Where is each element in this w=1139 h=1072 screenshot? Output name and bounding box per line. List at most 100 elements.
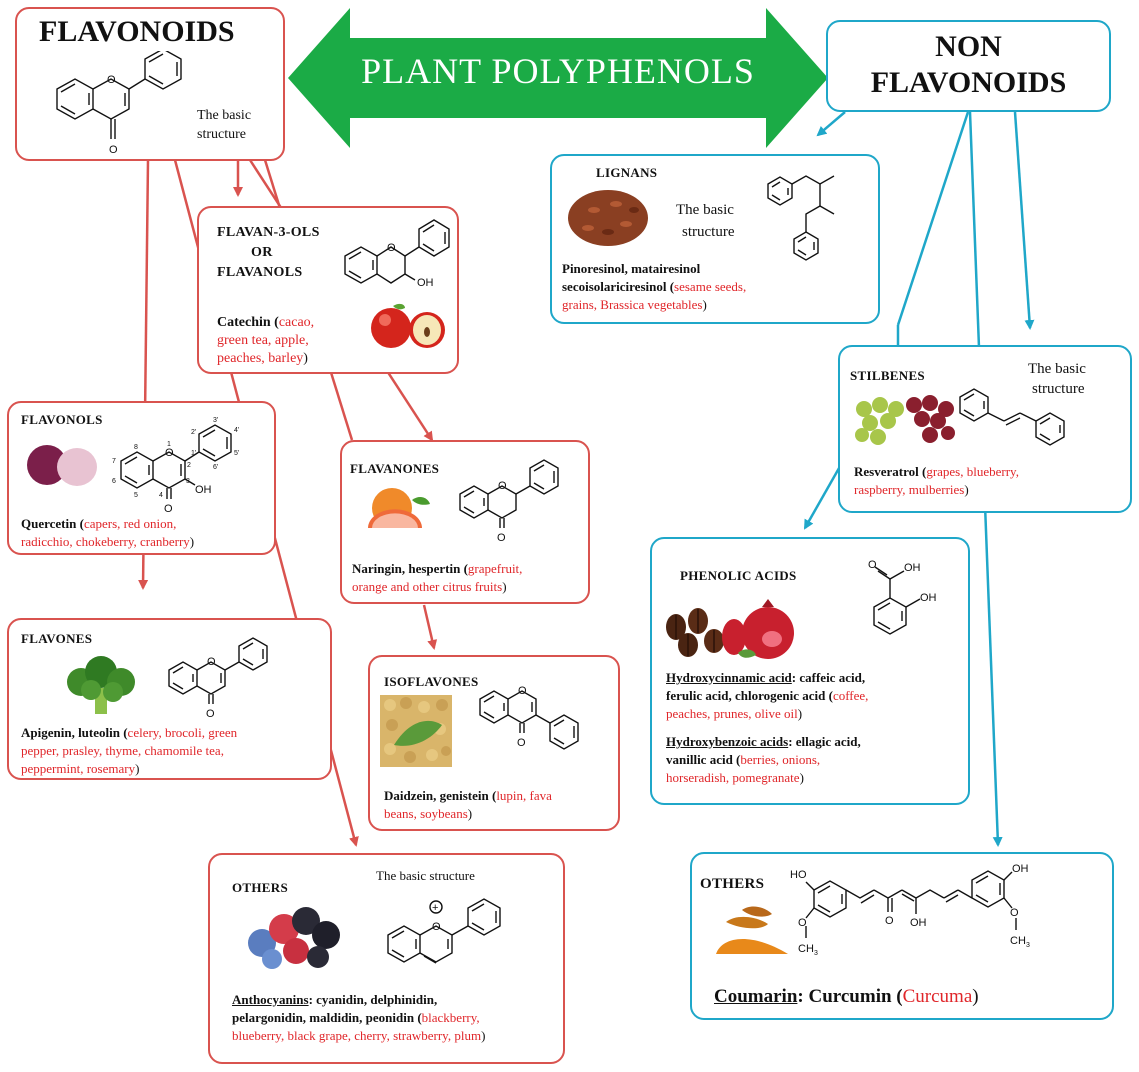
svg-text:4': 4'	[234, 427, 239, 434]
svg-text:O: O	[207, 656, 216, 668]
others-flavonoid-line2: pelargonidin, maldidin, peonidin (blackb…	[232, 1010, 480, 1025]
isoflavone-structure: O O	[479, 685, 579, 750]
stilbenes-compound: Resveratrol (grapes, blueberry,	[854, 464, 1019, 479]
svg-text:O: O	[206, 708, 215, 720]
flavonoids-box: FLAVONOIDS O O The basic structure	[15, 7, 285, 161]
flavanones-sources-2: orange and other citrus fruits)	[352, 579, 507, 594]
phenolic-acids-box: PHENOLIC ACIDS O OH OH Hydroxycinnamic a…	[650, 537, 970, 805]
non-flavonoids-title-1: NON	[935, 30, 1002, 63]
svg-text:OH: OH	[910, 917, 927, 929]
svg-text:8: 8	[134, 444, 138, 451]
stilbene-structure	[959, 388, 1065, 446]
flavones-sources-2: pepper, prasley, thyme, chamomile tea,	[21, 743, 224, 758]
lignans-compound-1: Pinoresinol, matairesinol	[562, 261, 701, 276]
svg-text:4: 4	[159, 492, 163, 499]
others-flavonoid-line1: Anthocyanins: cyanidin, delphinidin,	[232, 992, 438, 1007]
flaxseed-icon	[564, 182, 654, 257]
phenolic-class1-line2: ferulic acid, chlorogenic acid (coffee,	[666, 688, 869, 703]
svg-text:O: O	[432, 921, 441, 933]
svg-text:OH: OH	[417, 277, 434, 289]
flavonoids-title: FLAVONOIDS	[39, 15, 235, 48]
onion-icon	[23, 437, 103, 494]
svg-text:1: 1	[167, 441, 171, 448]
phenolic-class2-line1: Hydroxybenzoic acids: ellagic acid,	[666, 734, 861, 749]
flavanones-box: FLAVANONES O O Naringin, hespertin (grap…	[340, 440, 590, 604]
flavanol-structure: O OH	[344, 219, 450, 289]
svg-text:O: O	[164, 503, 173, 515]
others-flavonoid-title: OTHERS	[232, 880, 288, 895]
svg-text:OH: OH	[195, 484, 212, 496]
flavonols-box: FLAVONOLS O O OH 8 1 7 2 6 5 4 3 2' 3' 4…	[7, 401, 276, 555]
others-flavonoid-box: OTHERS The basic structure O + Anthocyan…	[208, 853, 565, 1064]
phenolic-class2-line3: horseradish, pomegranate)	[666, 770, 804, 785]
stilbenes-box: STILBENES The basic structure Resveratro…	[838, 345, 1132, 513]
lignans-caption-2: structure	[682, 224, 735, 240]
svg-text:3': 3'	[213, 417, 218, 424]
flavanols-compound: Catechin (cacao,	[217, 315, 315, 330]
lignans-sources-2: grains, Brassica vegetables)	[562, 297, 707, 312]
svg-text:CH: CH	[798, 943, 814, 955]
grapes-icon	[850, 389, 960, 460]
flavanones-title: FLAVANONES	[350, 461, 440, 476]
svg-text:2': 2'	[191, 429, 196, 436]
flavanols-sources-2: green tea, apple,	[217, 333, 309, 348]
svg-text:5': 5'	[234, 450, 239, 457]
apple-icon	[369, 300, 449, 357]
turmeric-icon	[712, 898, 792, 963]
svg-text:6': 6'	[213, 464, 218, 471]
flavonols-title: FLAVONOLS	[21, 412, 103, 427]
svg-text:7: 7	[112, 458, 116, 465]
berries-icon	[240, 899, 350, 976]
flavones-title: FLAVONES	[21, 631, 93, 646]
svg-text:O: O	[497, 532, 506, 544]
stilbenes-title: STILBENES	[850, 368, 925, 383]
flavonols-sources-2: radicchio, chokeberry, cranberry)	[21, 534, 195, 549]
isoflavones-sources-2: beans, soybeans)	[384, 806, 473, 821]
svg-text:2: 2	[187, 462, 191, 469]
phenolic-class1-line1: Hydroxycinnamic acid: caffeic acid,	[666, 670, 866, 685]
svg-text:O: O	[107, 74, 116, 86]
svg-text:6: 6	[112, 478, 116, 485]
svg-text:3: 3	[1026, 942, 1030, 949]
svg-text:O: O	[109, 144, 118, 156]
coumarin-line: Coumarin: Curcumin (Curcuma)	[714, 986, 979, 1007]
svg-text:O: O	[798, 917, 807, 929]
flavones-box: FLAVONES O O Apigenin, luteolin (celery,…	[7, 618, 332, 780]
svg-text:HO: HO	[790, 869, 807, 881]
anthocyanidin-structure: O +	[387, 898, 501, 964]
flavanone-structure: O O	[459, 459, 559, 544]
flavones-compound: Apigenin, luteolin (celery, brocoli, gre…	[21, 725, 238, 740]
arrow-to-isoflavones	[422, 604, 438, 650]
flavanols-title-2: OR	[251, 245, 273, 260]
flavonol-structure: O O OH 8 1 7 2 6 5 4 3 2' 3' 4' 5' 6' 1'	[112, 417, 239, 515]
flavanones-compound: Naringin, hespertin (grapefruit,	[352, 561, 523, 576]
soybean-icon	[380, 695, 452, 772]
flavanols-sources-3: peaches, barley)	[217, 351, 308, 366]
svg-text:O: O	[518, 685, 527, 697]
flavonoids-caption-1: The basic	[197, 108, 252, 123]
isoflavones-box: ISOFLAVONES O O Daidzein, genistein (lup…	[368, 655, 620, 831]
svg-text:3: 3	[186, 478, 190, 485]
broccoli-icon	[61, 654, 141, 723]
svg-text:OH: OH	[920, 592, 937, 604]
plant-polyphenols-title: PLANT POLYPHENOLS	[361, 51, 755, 91]
flavonols-compound: Quercetin (capers, red onion,	[21, 516, 177, 531]
isoflavones-title: ISOFLAVONES	[384, 674, 479, 689]
phenolic-class2-line2: vanillic acid (berries, onions,	[666, 752, 821, 767]
flavones-sources-3: peppermint, rosemary)	[21, 761, 140, 776]
line-through-lignans	[896, 111, 970, 326]
svg-text:O: O	[1010, 907, 1019, 919]
svg-text:O: O	[387, 242, 396, 254]
coffee-pomegranate-icon	[658, 597, 858, 670]
svg-text:O: O	[165, 447, 174, 459]
curcumin-structure: HO O CH 3 O OH OH O CH 3	[790, 863, 1030, 957]
salicylic-acid-structure: O OH OH	[868, 559, 937, 635]
stilbenes-caption-2: structure	[1032, 381, 1085, 397]
grapefruit-icon	[362, 484, 434, 541]
flavanols-title-3: FLAVANOLS	[217, 265, 303, 280]
others-nonflavonoid-title: OTHERS	[700, 876, 765, 892]
svg-text:CH: CH	[1010, 935, 1026, 947]
lignans-box: LIGNANS The basic structure Pinoresinol,…	[550, 154, 880, 324]
svg-text:1': 1'	[191, 450, 196, 457]
isoflavones-compound: Daidzein, genistein (lupin, fava	[384, 788, 552, 803]
